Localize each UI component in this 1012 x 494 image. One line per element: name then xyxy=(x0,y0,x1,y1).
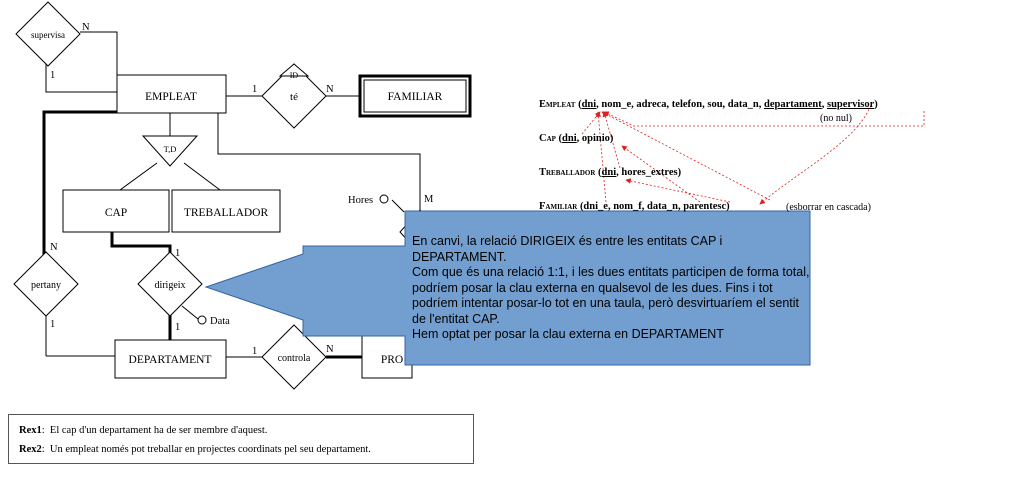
schema-empleat-note: (no nul) xyxy=(820,113,852,124)
line-empleat-treballa xyxy=(217,113,421,212)
pertany-relationship xyxy=(13,251,79,317)
callout-line-2: Com que és una relació 1:1, i les dues e… xyxy=(412,265,810,326)
te-id-label: ID xyxy=(290,71,299,80)
te-relationship xyxy=(261,63,327,129)
dirigeix-relationship xyxy=(137,251,203,317)
schema-empleat-close: ) xyxy=(874,99,878,110)
fk-arrow-departament xyxy=(601,111,771,201)
controla-relationship xyxy=(261,324,327,390)
fk-arrow-treballador xyxy=(602,111,621,169)
rule-text: El cap d'un departament ha de ser membre… xyxy=(49,425,268,436)
familiar-border xyxy=(358,74,472,118)
card-supervisa-top: N xyxy=(82,22,90,33)
schema-treballador-name: Treballador xyxy=(539,167,596,178)
familiar-label: FAMILIAR xyxy=(388,91,443,103)
schema-empleat: Empleat (dni, nom_e, adreca, telefon, so… xyxy=(539,99,878,110)
card-dirigeix-bottom: 1 xyxy=(175,322,180,333)
departament-entity xyxy=(114,339,227,379)
callout-text: En canvi, la relació DIRIGEIX és entre l… xyxy=(412,234,810,343)
supervisa-relationship xyxy=(15,1,81,67)
controla-label: controla xyxy=(278,353,311,364)
card-pertany-top: N xyxy=(50,242,58,253)
rule-text: Un empleat només pot treballar en projec… xyxy=(49,444,371,455)
line-hores xyxy=(391,199,405,213)
empleat-entity xyxy=(116,74,227,114)
schema-treballador-key: dni xyxy=(601,167,617,178)
line-isa-treballador xyxy=(183,162,221,191)
cap-label: CAP xyxy=(105,207,127,219)
empleat-label: EMPLEAT xyxy=(145,91,197,103)
rule-id: Rex2 xyxy=(19,444,42,455)
fk-arrow-familiar xyxy=(595,111,607,203)
line-empleat-pertany xyxy=(42,110,117,256)
card-controla-right: N xyxy=(326,344,334,355)
rule-id: Rex1 xyxy=(19,425,42,436)
line-isa-cap xyxy=(119,162,158,191)
schema-familiar-name: Familiar xyxy=(539,201,578,212)
schema-familiar-note: (esborrar en cascada) xyxy=(786,202,871,213)
data-attribute xyxy=(197,315,207,325)
familiar-entity xyxy=(363,79,467,113)
callout-line-3: Hem optat per posar la clau externa en D… xyxy=(412,327,724,341)
isa-triangle xyxy=(141,135,199,167)
total-participation-lines xyxy=(42,74,472,359)
card-controla-left: 1 xyxy=(252,346,257,357)
dirigeix-label: dirigeix xyxy=(154,280,185,291)
card-dirigeix-top: 1 xyxy=(175,248,180,259)
hores-label: Hores xyxy=(348,195,373,206)
card-te-left: 1 xyxy=(252,84,257,95)
schema-familiar: Familiar (dni_e, nom_f, data_n, parentes… xyxy=(539,201,730,212)
schema-empleat-name: Empleat xyxy=(539,99,576,110)
supervisa-label: supervisa xyxy=(31,30,65,40)
schema-familiar-rest: (dni_e, nom_f, data_n, parentesc) xyxy=(577,201,730,212)
departament-label: DEPARTAMENT xyxy=(129,354,212,366)
line-supervisa-bottom xyxy=(45,64,117,93)
callout-line-1: En canvi, la relació DIRIGEIX és entre l… xyxy=(412,234,723,264)
treballador-label: TREBALLADOR xyxy=(184,207,269,219)
schema-empleat-rest: , nom_e, adreca, telefon, sou, data_n, xyxy=(596,99,764,110)
schema-empleat-sep: , xyxy=(821,99,827,110)
te-label: té xyxy=(290,91,298,103)
schema-cap-rest: , opinio) xyxy=(576,133,614,144)
schema-cap-name: Cap xyxy=(539,133,556,144)
schema-empleat-fk-departament: departament xyxy=(763,99,822,110)
pertany-label: pertany xyxy=(31,280,61,291)
schema-cap-key: dni xyxy=(562,133,577,144)
projecte-entity xyxy=(361,335,413,379)
projecte-label: PRO xyxy=(381,354,403,366)
fk-arrow-departament-controla xyxy=(759,101,873,205)
line-supervisa-top xyxy=(80,31,118,80)
callout-shape xyxy=(204,210,811,366)
rule-row: Rex1: El cap d'un departament ha de ser … xyxy=(19,425,268,436)
cap-entity xyxy=(62,189,170,233)
card-pertany-bottom: 1 xyxy=(50,319,55,330)
hores-attribute xyxy=(379,194,389,204)
connector-lines xyxy=(45,31,421,358)
schema-cap: Cap (dni, opinio) xyxy=(539,133,614,144)
card-supervisa-bottom: 1 xyxy=(50,70,55,81)
card-te-right: N xyxy=(326,84,334,95)
treballador-entity xyxy=(171,189,281,233)
rule-row: Rex2: Un empleat només pot treballar en … xyxy=(19,444,371,455)
data-label: Data xyxy=(210,316,230,327)
rules-box: Rex1: El cap d'un departament ha de ser … xyxy=(8,414,474,464)
isa-label: T,D xyxy=(164,144,177,154)
schema-empleat-key: dni xyxy=(581,99,597,110)
fk-arrow-familiar-treballador xyxy=(625,178,731,203)
fk-arrow-supervisor xyxy=(603,111,925,127)
card-treballa-m: M xyxy=(424,194,434,205)
id-marker xyxy=(278,63,310,77)
schema-treballador: Treballador (dni, hores_extres) xyxy=(539,167,682,178)
line-cap-dirigeix xyxy=(110,232,172,256)
schema-treballador-rest: , hores_extres) xyxy=(616,167,682,178)
fk-arrow-cap xyxy=(581,111,601,135)
schema-empleat-fk-supervisor: supervisor xyxy=(826,99,875,110)
line-data xyxy=(181,305,199,320)
